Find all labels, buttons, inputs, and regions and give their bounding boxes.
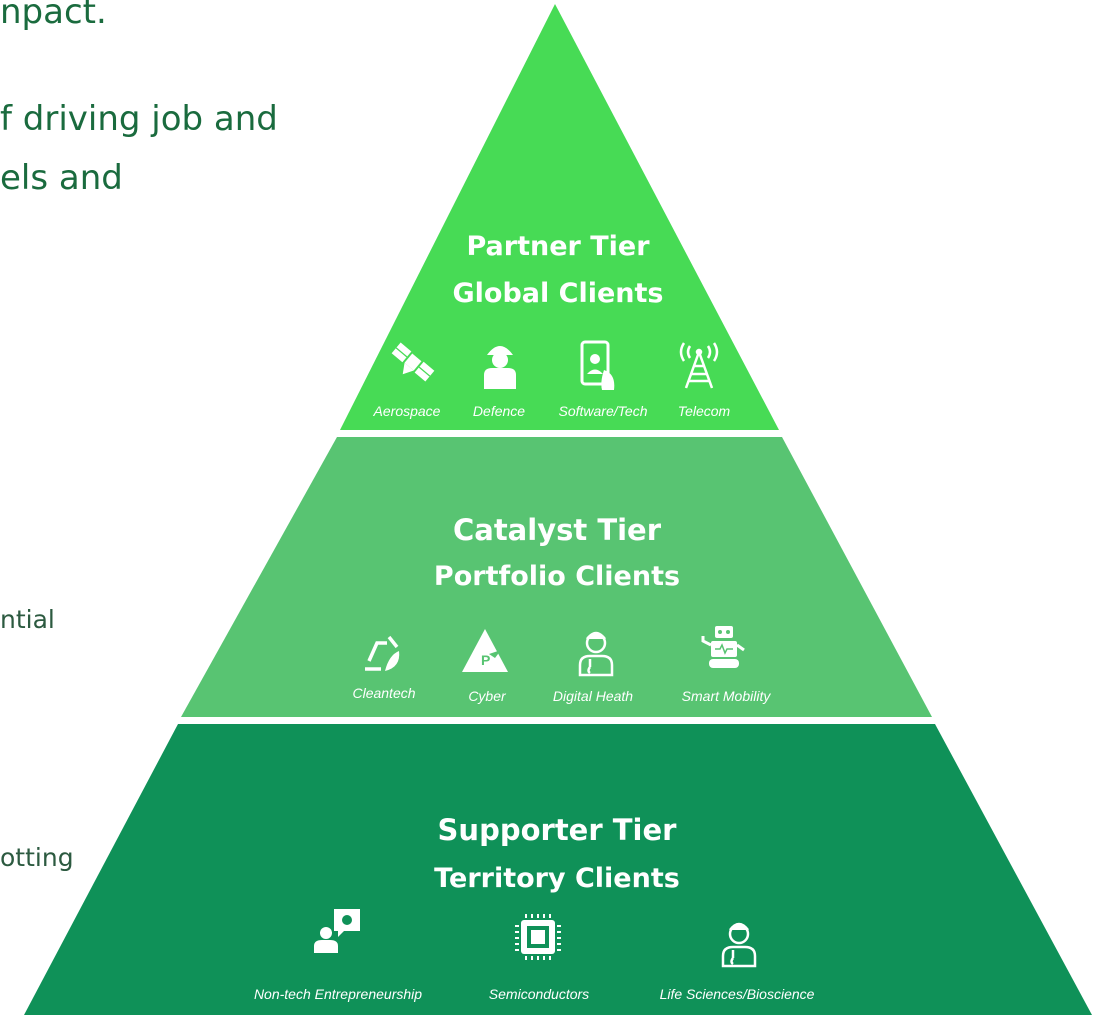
partner-icon-label-4: Telecom: [678, 403, 731, 419]
supporter-tier-subtitle: Territory Clients: [434, 863, 680, 894]
catalyst-tier-subtitle: Portfolio Clients: [434, 561, 680, 592]
supporter-tier-shape: [24, 724, 1092, 1015]
smartphone-user-icon: [580, 340, 615, 390]
svg-text:P: P: [481, 652, 490, 668]
doctor-icon: [578, 631, 614, 677]
partner-icon-label-1: Aerospace: [373, 403, 441, 419]
partner-tier-subtitle: Global Clients: [452, 278, 663, 309]
cyber-triangle-icon: P: [462, 629, 508, 672]
supporter-icon-label-2: Semiconductors: [489, 986, 589, 1002]
left-text-line-1: npact.: [0, 0, 107, 32]
supporter-tier-title: Supporter Tier: [438, 813, 678, 847]
presenter-idea-icon: [314, 909, 360, 953]
doctor-icon: [721, 922, 757, 968]
left-text-line-3: els and: [0, 158, 123, 198]
recycle-leaf-icon: [365, 635, 400, 671]
catalyst-icon-label-2: Cyber: [468, 688, 507, 704]
left-text-line-4: ntial: [0, 605, 55, 634]
satellite-icon: [391, 342, 435, 382]
partner-tier-title: Partner Tier: [466, 231, 650, 262]
catalyst-icon-label-1: Cleantech: [352, 685, 415, 701]
left-text-line-5: otting: [0, 843, 74, 872]
catalyst-tier-shape: [181, 437, 932, 717]
supporter-icon-label-3: Life Sciences/Bioscience: [660, 986, 815, 1002]
catalyst-tier-title: Catalyst Tier: [453, 513, 662, 547]
partner-tier-shape: [340, 4, 779, 430]
antenna-tower-icon: [679, 342, 719, 389]
partner-icon-label-2: Defence: [473, 403, 525, 419]
left-text-line-2: f driving job and: [0, 99, 278, 139]
soldier-icon: [484, 346, 516, 389]
catalyst-icon-label-3: Digital Heath: [553, 688, 633, 704]
supporter-icon-label-1: Non-tech Entrepreneurship: [254, 986, 422, 1002]
catalyst-icon-label-4: Smart Mobility: [682, 688, 772, 704]
robot-icon: [701, 626, 745, 668]
partner-icon-label-3: Software/Tech: [559, 403, 648, 419]
chip-icon: [515, 914, 561, 960]
